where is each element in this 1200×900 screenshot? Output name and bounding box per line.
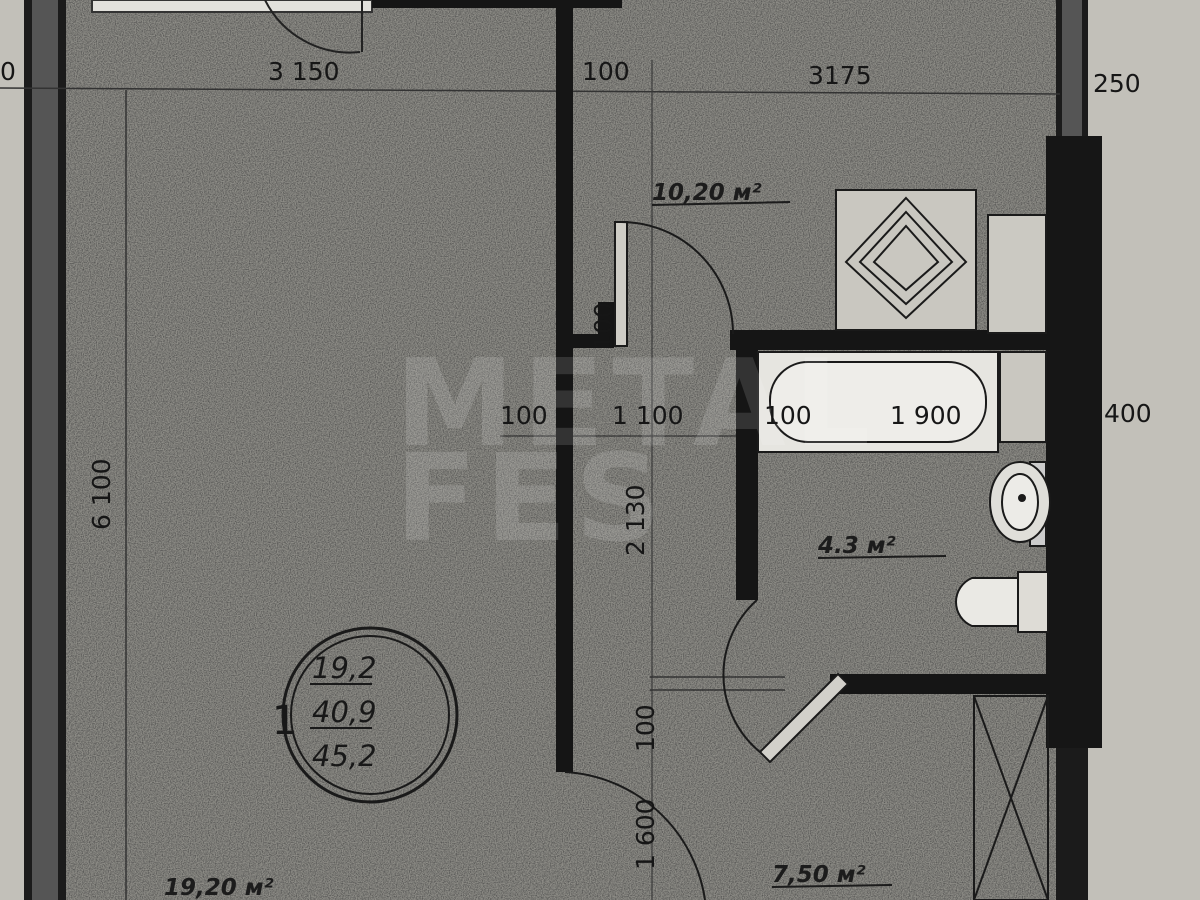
total-with-balcony-value: 45,2	[312, 739, 377, 773]
bathroom-wall-bottom	[830, 674, 1050, 694]
toilet	[955, 571, 1049, 633]
stove	[835, 189, 977, 331]
dim-bath-partition: 100	[764, 401, 812, 430]
dim-hall-partition: 100	[500, 401, 548, 430]
dim-left-cut: 0	[0, 57, 16, 86]
kitchen-counter	[987, 214, 1047, 334]
dim-left-height: 6 100	[87, 458, 116, 530]
partition-wall-main	[556, 0, 573, 772]
dim-right-wall-top: 250	[1093, 69, 1141, 98]
bathroom-wall-top	[730, 330, 1050, 350]
sink	[989, 461, 1051, 547]
dim-hall-width: 1 100	[612, 401, 684, 430]
bathroom-wall-left	[736, 338, 758, 600]
bathroom-area-label: 4.3 м²	[817, 533, 896, 559]
bathroom-door	[722, 599, 850, 764]
room-count: 1	[272, 698, 297, 744]
wardrobe	[973, 695, 1049, 900]
watermark-line-2: FES	[395, 430, 669, 569]
exterior-wall-right-thick	[1046, 136, 1102, 748]
dim-small-partition: 100	[589, 302, 618, 350]
total-area-value: 40,9	[312, 695, 377, 729]
dim-top-right: 3175	[808, 61, 872, 90]
kitchen-door	[614, 221, 734, 347]
dim-top-partition: 100	[582, 57, 630, 86]
dim-bath-width: 1 900	[890, 401, 962, 430]
dim-right-wall-mid: 400	[1104, 399, 1152, 428]
dim-lower-partition: 100	[631, 704, 660, 752]
living-area-label: 19,20 м²	[164, 875, 274, 900]
kitchen-area-label: 10,20 м²	[652, 180, 762, 206]
watermark-line-1: METAL	[395, 335, 878, 474]
dim-corridor-length: 2 130	[621, 484, 650, 556]
bathtub	[757, 351, 999, 453]
hallway-area-label: 7,50 м²	[772, 862, 866, 888]
living-area-value: 19,2	[312, 651, 377, 685]
dim-door-width: 1 600	[631, 798, 660, 870]
dim-top-left: 3 150	[268, 57, 340, 86]
apartment-summary: 1 19,2 40,9 45,2	[272, 626, 459, 804]
living-room-door	[564, 771, 706, 900]
